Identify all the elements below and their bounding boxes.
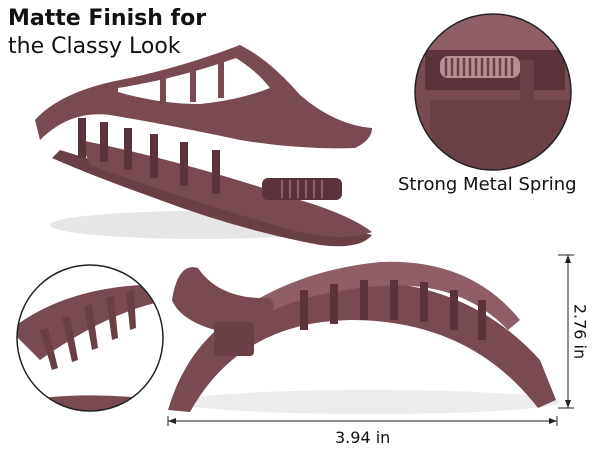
spring-callout: Strong Metal Spring (398, 174, 577, 195)
width-dimension-label: 3.94 in (335, 428, 391, 447)
height-dimension-label: 2.76 in (570, 303, 590, 360)
headline-line-2: the Classy Look (8, 34, 181, 59)
teeth-detail-circle (16, 264, 164, 412)
top-clip-image (35, 45, 372, 247)
side-clip-image (168, 261, 560, 414)
spring-detail-circle (414, 13, 572, 171)
dimension-lines (167, 254, 574, 426)
headline-line-1: Matte Finish for (8, 6, 207, 31)
